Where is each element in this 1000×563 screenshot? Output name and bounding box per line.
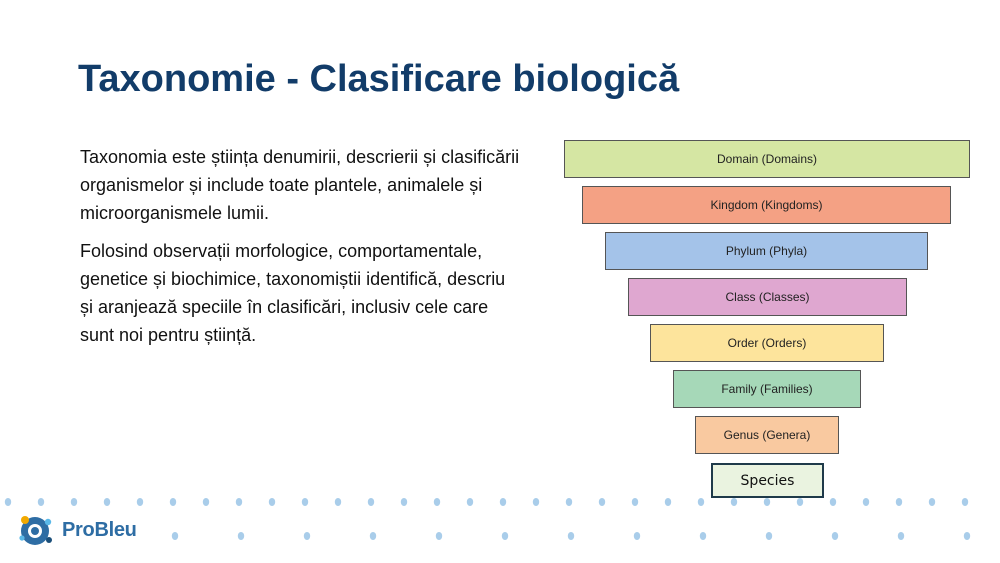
probleu-logo: ProBleu (16, 512, 137, 548)
paragraph-2: Folosind observații morfologice, comport… (80, 241, 506, 345)
decorative-dot (730, 498, 738, 506)
decorative-dot (103, 498, 111, 506)
decorative-dot (963, 532, 971, 540)
decorative-dot (664, 498, 672, 506)
decorative-dot (237, 532, 245, 540)
decorative-dot (169, 498, 177, 506)
decorative-dot (897, 532, 905, 540)
decorative-dot (697, 498, 705, 506)
decorative-dot (567, 532, 575, 540)
decorative-dot (928, 498, 936, 506)
level-domain: Domain (Domains) (564, 140, 970, 178)
decorative-dot (136, 498, 144, 506)
probleu-logo-icon (19, 516, 52, 545)
decorative-dot (631, 498, 639, 506)
decorative-dot (895, 498, 903, 506)
decorative-dot (466, 498, 474, 506)
decorative-dot (565, 498, 573, 506)
decorative-dot (831, 532, 839, 540)
decorative-dots (4, 498, 971, 540)
decorative-dot (268, 498, 276, 506)
decorative-dot (499, 498, 507, 506)
decorative-dot (202, 498, 210, 506)
level-kingdom: Kingdom (Kingdoms) (582, 186, 951, 224)
decorative-dot (400, 498, 408, 506)
decorative-dot (334, 498, 342, 506)
decorative-dot (961, 498, 969, 506)
decorative-dot (37, 498, 45, 506)
decorative-dot (433, 498, 441, 506)
paragraph-1: Taxonomia este știința denumirii, descri… (80, 147, 520, 223)
decorative-dot (765, 532, 773, 540)
page-title: Taxonomie - Clasificare biologică (78, 58, 680, 100)
level-phylum: Phylum (Phyla) (605, 232, 928, 270)
body-text: Taxonomia este știința denumirii, descri… (80, 143, 520, 359)
decorative-dot (532, 498, 540, 506)
decorative-dot (171, 532, 179, 540)
decorative-dot (369, 532, 377, 540)
decorative-dot (435, 532, 443, 540)
decorative-dot (829, 498, 837, 506)
level-class: Class (Classes) (628, 278, 907, 316)
decorative-dot (633, 532, 641, 540)
level-order: Order (Orders) (650, 324, 884, 362)
decorative-dot (598, 498, 606, 506)
decorative-dot (70, 498, 78, 506)
level-family: Family (Families) (673, 370, 861, 408)
decorative-dot (367, 498, 375, 506)
decorative-dot (796, 498, 804, 506)
level-genus: Genus (Genera) (695, 416, 839, 454)
decorative-dot (301, 498, 309, 506)
logo-text: ProBleu (62, 518, 137, 541)
decorative-dot (4, 498, 12, 506)
decorative-dot (501, 532, 509, 540)
decorative-dot (763, 498, 771, 506)
decorative-dot (303, 532, 311, 540)
decorative-dot (235, 498, 243, 506)
decorative-dot (862, 498, 870, 506)
decorative-dot (699, 532, 707, 540)
